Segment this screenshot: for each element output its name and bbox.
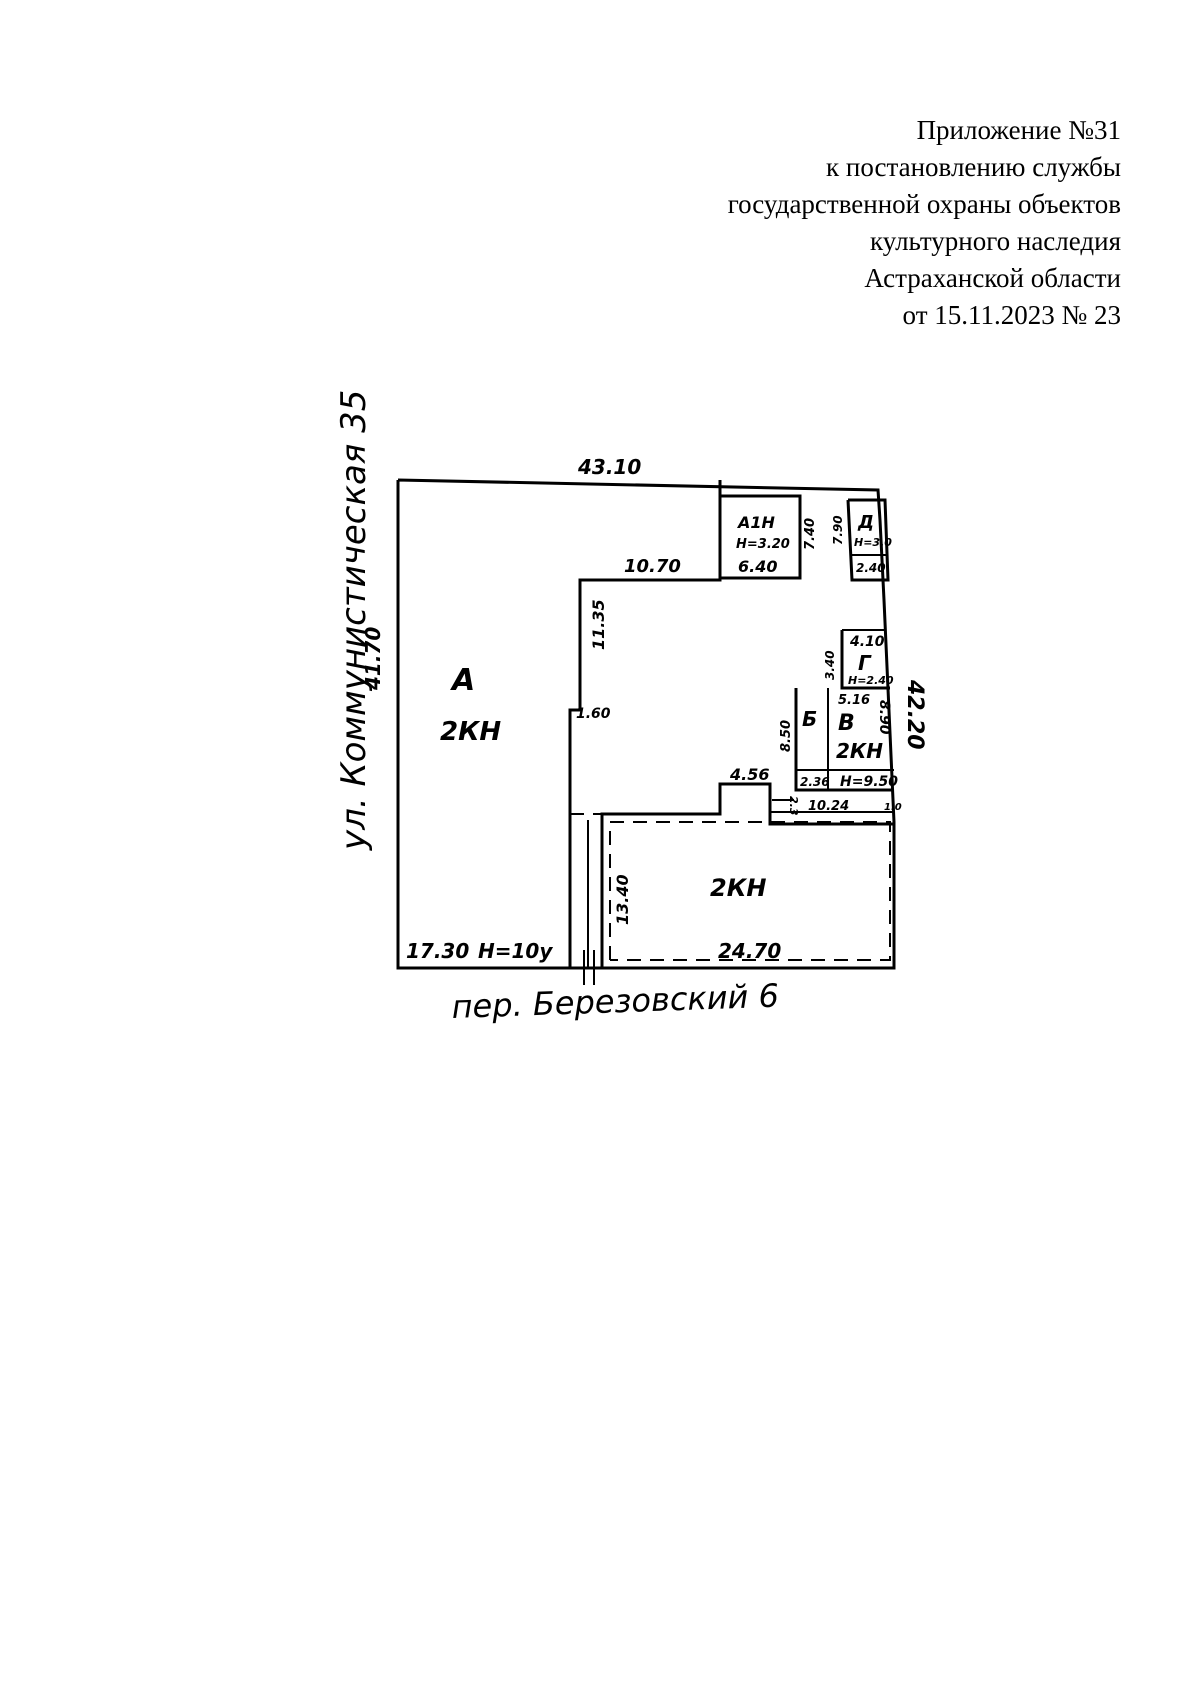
dim-v-top: 5.16 — [838, 693, 870, 708]
dim-b-bottom: 2.36 — [800, 775, 830, 789]
dim-d-height: Н=3.0 — [854, 536, 892, 549]
dim-small-top-w: 6.40 — [738, 557, 777, 576]
dim-top: 43.10 — [577, 455, 641, 479]
dim-step: 1.60 — [576, 706, 611, 722]
lower-building-dashed — [609, 821, 891, 961]
dim-notch: 4.56 — [729, 765, 769, 784]
block-bv-outline — [794, 688, 892, 792]
dim-g-side: 3.40 — [823, 650, 837, 680]
header-line-1: Приложение №31 — [916, 115, 1121, 145]
dim-left: 41.70 — [361, 627, 385, 691]
dim-small-top-h: 7.40 — [803, 518, 818, 550]
dim-g-height: Н=2.40 — [848, 674, 894, 687]
dim-lower-height: 13.40 — [613, 874, 632, 925]
appendix-header: Приложение №31 к постановлению службы го… — [728, 112, 1121, 334]
header-line-2: к постановлению службы — [826, 152, 1121, 182]
dim-corridor-right: 1.0 — [884, 802, 902, 813]
dim-g-top: 4.10 — [849, 634, 885, 650]
dim-inner-top: 10.70 — [624, 556, 681, 577]
dim-right: 42.20 — [902, 679, 927, 750]
street-bottom-label: пер. Березовский 6 — [451, 977, 780, 1026]
label-a-letter: А — [450, 663, 475, 698]
dim-v-side: 8.90 — [876, 700, 892, 735]
dim-corridor-h: 2.3 — [787, 796, 800, 816]
label-v-material: 2КН — [836, 739, 883, 763]
block-g-outline — [840, 630, 890, 690]
block-d-outline — [846, 498, 890, 582]
dim-corridor: 10.24 — [808, 799, 849, 814]
dim-bottom-left: 17.30 — [406, 939, 469, 963]
plot-boundary — [396, 478, 896, 970]
dim-d-bottom: 2.40 — [856, 561, 886, 575]
header-line-4: культурного наследия — [870, 226, 1121, 256]
block-a1-outline — [720, 494, 802, 580]
label-g-letter: Г — [858, 651, 872, 675]
header-line-6: от 15.11.2023 № 23 — [902, 300, 1121, 330]
header-line-3: государственной охраны объектов — [727, 189, 1121, 219]
header-line-5: Астраханской области — [864, 263, 1121, 293]
corridor-outline — [769, 790, 894, 813]
label-lower-material: 2КН — [710, 874, 766, 902]
dim-inner-vertical: 11.35 — [589, 599, 608, 650]
street-left-label: ул. Коммунистическая 35 — [334, 390, 374, 851]
dim-d-side: 7.90 — [831, 515, 845, 545]
dim-bottom-right: 24.70 — [718, 939, 781, 963]
dim-v-height: Н=9.50 — [840, 774, 898, 790]
label-a-material: 2КН — [440, 717, 501, 747]
dim-b-side: 8.50 — [779, 720, 794, 752]
label-v-letter: В — [838, 711, 855, 736]
label-a1: А1Н — [736, 513, 776, 532]
dim-bottom-left-h: Н=10у — [478, 939, 553, 963]
building-a-outline — [568, 480, 722, 968]
label-b-letter: Б — [802, 707, 817, 731]
label-d-letter: Д — [857, 512, 874, 533]
dim-small-top-height: Н=3.20 — [736, 537, 790, 552]
